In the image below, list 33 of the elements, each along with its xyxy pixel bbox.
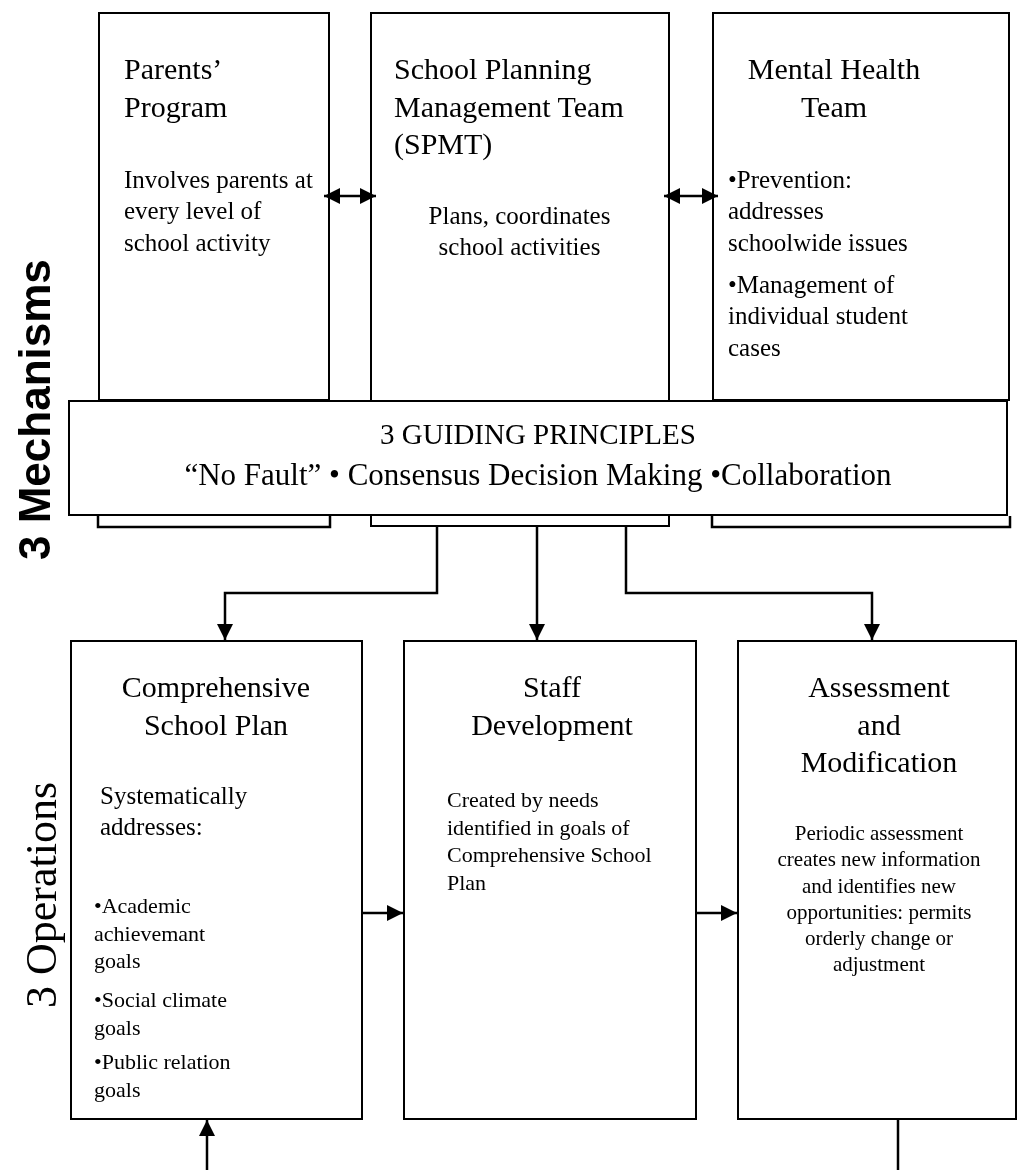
box-description: •Management of individual student cases: [728, 270, 909, 363]
box-description: Plans, coordinates school activities: [427, 201, 612, 263]
operation-box: [403, 640, 697, 1120]
box-title: Staff Development: [470, 669, 634, 743]
section-label: 3 Operations: [16, 781, 67, 1008]
section-label: 3 Mechanisms: [10, 259, 60, 560]
operation-box: [70, 640, 363, 1120]
box-description: •Social climate goals: [94, 986, 228, 1041]
box-description: Systematically addresses:: [100, 781, 249, 843]
arrow: [324, 188, 376, 204]
box-title: Assessment and Modification: [799, 669, 959, 780]
mechanism-box: [98, 12, 330, 401]
box-description: Created by needs identified in goals of Comprehensive School Plan: [447, 786, 653, 896]
box-title: Parents’ Program: [124, 51, 229, 125]
box-title: Mental Health Team: [746, 51, 922, 125]
box-description: •Prevention: addresses schoolwide issues: [728, 165, 909, 258]
box-title: Comprehensive School Plan: [120, 669, 312, 743]
box-description: “No Fault” • Consensus Decision Making •Collaboration: [183, 456, 893, 494]
arrow: [697, 905, 737, 921]
arrow: [664, 188, 718, 204]
box-description: Periodic assessment creates new information and identifies new opportunities: permits orderly change or adjustment: [776, 820, 982, 978]
arrow: [217, 527, 439, 640]
principles-banner: [68, 400, 1008, 516]
box-title: School Planning Management Team (SPMT): [394, 51, 625, 162]
box-description: •Public relation goals: [94, 1048, 232, 1103]
box-description: •Academic achievemant goals: [94, 892, 207, 975]
arrow: [363, 905, 403, 921]
operation-box: [737, 640, 1017, 1120]
arrow: [529, 527, 545, 640]
arrow: [199, 1120, 215, 1170]
box-description: Involves parents at every level of school activity: [124, 165, 314, 258]
box-title: 3 GUIDING PRINCIPLES: [379, 417, 697, 452]
arrow: [624, 527, 880, 640]
